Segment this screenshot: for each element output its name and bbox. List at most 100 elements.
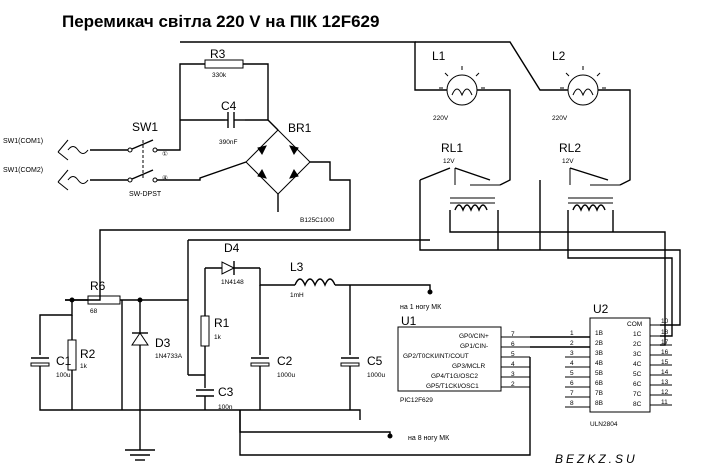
u2-pin-num: 4: [570, 360, 574, 367]
c2-ref: C2: [277, 354, 293, 368]
u2-part: ULN2804: [590, 421, 618, 428]
u1-pin-name: GP0/CIN+: [459, 333, 489, 340]
l2-value: 220V: [552, 115, 568, 122]
u2-pin-num: 10: [661, 318, 669, 325]
ac-wave-icon: [67, 146, 89, 154]
l3-ref: L3: [290, 260, 304, 274]
sw1-type: SW-DPST: [129, 191, 162, 198]
resistor-r3: R3 330k: [204, 47, 244, 79]
d4-ref: D4: [224, 241, 240, 255]
relay-rl1: RL1 12V: [441, 141, 500, 212]
u1-ref: U1: [401, 314, 417, 328]
c5-value: 1000u: [367, 372, 385, 379]
rl2-value: 12V: [562, 158, 574, 165]
c3-ref: C3: [218, 385, 234, 399]
d3-ref: D3: [155, 336, 171, 350]
relay-rl2: RL2 12V: [559, 141, 620, 212]
u1-pin-name: GP2/T0CKI/INT/COUT: [403, 353, 469, 360]
c2-value: 1000u: [277, 372, 295, 379]
ic-u2: U2 1 2 3 4 5 6 7 8 1B 2B 3B 4B 5B 6B 7B …: [565, 302, 672, 428]
u1-pin-name: GP5/T1CKI/OSC1: [426, 383, 479, 390]
u2-pin-num: 5: [570, 370, 574, 377]
ac-input-com1-label: SW1(COM1): [3, 138, 43, 145]
resistor-r1: R1 1k: [200, 315, 230, 347]
u2-pin-name: 5C: [633, 371, 642, 378]
u2-pin-num: 13: [661, 379, 669, 386]
u2-pin-num: 15: [661, 359, 669, 366]
ac-wave-icon: [67, 176, 89, 184]
u2-pin-num: 17: [661, 339, 669, 346]
capacitor-c2: C2 1000u: [250, 354, 295, 379]
ac-input-com2-label: SW1(COM2): [3, 167, 43, 174]
u2-pin-name: COM: [627, 321, 642, 328]
u2-pin-name: 3B: [595, 350, 603, 357]
rl1-ref: RL1: [441, 141, 463, 155]
c5-ref: C5: [367, 354, 383, 368]
u2-pin-num: 14: [661, 369, 669, 376]
u2-pin-name: 4B: [595, 360, 603, 367]
sw1-pin-4: ④: [162, 175, 168, 182]
u2-pin-num: 18: [661, 329, 669, 336]
sw1-ref: SW1: [132, 120, 158, 134]
u2-pin-name: 3C: [633, 351, 642, 358]
capacitor-c1: C1 100u: [30, 354, 72, 379]
note-pin-1: на 1 ногу МК: [400, 304, 442, 311]
c1-value: 100u: [56, 372, 71, 379]
r3-value: 330k: [212, 72, 227, 79]
u1-pin-num: 3: [511, 371, 515, 378]
l1-ref: L1: [432, 49, 446, 63]
u2-pin-name: 2C: [633, 341, 642, 348]
c1-ref: C1: [56, 354, 72, 368]
resistor-r2: R2 1k: [67, 339, 96, 371]
u2-pin-num: 2: [570, 340, 574, 347]
l2-ref: L2: [552, 49, 566, 63]
u2-pin-name: 1B: [595, 330, 603, 337]
br1-ref: BR1: [288, 121, 312, 135]
switch-sw1: SW1 ① ④ SW-DPST: [127, 120, 168, 198]
u2-pin-name: 8C: [633, 401, 642, 408]
capacitor-c5: C5 1000u: [340, 354, 385, 379]
ac-input-com2: SW1(COM2): [3, 167, 128, 191]
sw1-pin-1: ①: [162, 151, 168, 158]
c3-value: 100n: [218, 404, 233, 411]
u2-pin-name: 5B: [595, 370, 603, 377]
u2-ref: U2: [593, 302, 609, 316]
bridge-rectifier-br1: BR1 B125C1000: [245, 121, 335, 224]
u2-pin-num: 3: [570, 350, 574, 357]
u1-pin-num: 6: [511, 341, 515, 348]
u1-part: PIC12F629: [400, 397, 433, 404]
u2-pin-num: 7: [570, 390, 574, 397]
d4-part: 1N4148: [221, 279, 244, 286]
u2-pin-num: 8: [570, 400, 574, 407]
br1-part: B125C1000: [300, 217, 335, 224]
resistor-r6: R6 68: [87, 279, 121, 315]
r6-ref: R6: [90, 279, 106, 293]
u1-pin-name: GP3/MCLR: [452, 363, 486, 370]
c4-ref: C4: [221, 99, 237, 113]
watermark: BEZKZ.SU: [555, 452, 638, 466]
u2-pin-name: 4C: [633, 361, 642, 368]
u2-pin-num: 16: [661, 349, 669, 356]
inductor-l3: L3 1mH: [290, 260, 336, 299]
r3-ref: R3: [210, 47, 226, 61]
u2-pin-name: 2B: [595, 340, 603, 347]
d3-part: 1N4733A: [155, 353, 183, 360]
r6-value: 68: [90, 308, 98, 315]
capacitor-c4: C4 390nF: [219, 99, 245, 146]
lamp-l1: L1 220V: [432, 49, 485, 122]
r1-ref: R1: [214, 316, 230, 330]
ground-symbol: [125, 410, 155, 461]
note-pin-8: на 8 ногу МК: [408, 435, 450, 442]
u2-pin-num: 6: [570, 380, 574, 387]
c4-value: 390nF: [219, 139, 237, 146]
u2-pin-num: 1: [570, 330, 574, 337]
u1-pin-num: 5: [511, 351, 515, 358]
u1-pin-num: 2: [511, 381, 515, 388]
r2-value: 1k: [80, 363, 88, 370]
r1-value: 1k: [214, 334, 222, 341]
rl1-value: 12V: [443, 158, 455, 165]
u1-pin-name: GP4/T1G/OSC2: [431, 373, 478, 380]
l1-value: 220V: [433, 115, 449, 122]
u2-pin-name: 7B: [595, 390, 603, 397]
u2-pin-num: 11: [661, 399, 668, 406]
